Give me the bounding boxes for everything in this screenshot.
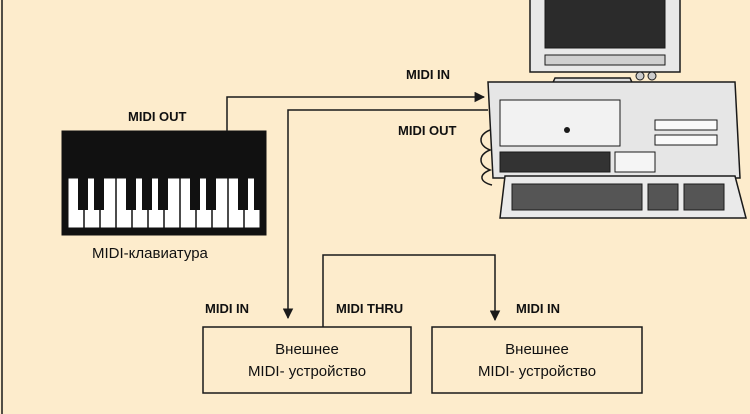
device-title: Внешнее bbox=[505, 341, 569, 358]
keyboard-cable bbox=[480, 129, 493, 186]
monitor-chin bbox=[544, 54, 666, 66]
device1-midi-thru-label: MIDI THRU bbox=[336, 301, 403, 316]
device2-midi-in-label: MIDI IN bbox=[516, 301, 560, 316]
piano-keyboard-icon bbox=[61, 130, 267, 236]
keyboard-midi-out-label: MIDI OUT bbox=[128, 109, 187, 124]
cable-keyboard-to-computer bbox=[226, 91, 486, 131]
main-keys bbox=[511, 183, 643, 211]
device-subtitle: MIDI- устройство bbox=[478, 363, 596, 380]
nav-keys bbox=[647, 183, 679, 211]
numpad-keys bbox=[683, 183, 725, 211]
device-box bbox=[202, 326, 412, 394]
desktop-computer-icon bbox=[480, 0, 747, 219]
device-subtitle: MIDI- устройство bbox=[248, 363, 366, 380]
device-title: Внешнее bbox=[275, 341, 339, 358]
monitor-screen bbox=[544, 0, 666, 49]
cable-computer-to-device1 bbox=[282, 109, 488, 320]
vent-grille bbox=[499, 151, 611, 173]
keyboard-caption: MIDI-клавиатура bbox=[92, 245, 209, 262]
floppy-drive-1 bbox=[654, 119, 718, 131]
external-midi-device-2: Внешнее MIDI- устройство bbox=[431, 326, 643, 394]
black-keys bbox=[78, 178, 260, 210]
drive-panel bbox=[499, 99, 621, 147]
computer-midi-out-label: MIDI OUT bbox=[398, 123, 457, 138]
device-box bbox=[431, 326, 643, 394]
cable-device1-thru-to-device2 bbox=[322, 254, 501, 327]
external-midi-device-1: Внешнее MIDI- устройство bbox=[202, 326, 412, 394]
device1-midi-in-label: MIDI IN bbox=[205, 301, 249, 316]
computer-midi-in-label: MIDI IN bbox=[406, 67, 450, 82]
floppy-drive-2 bbox=[654, 134, 718, 146]
